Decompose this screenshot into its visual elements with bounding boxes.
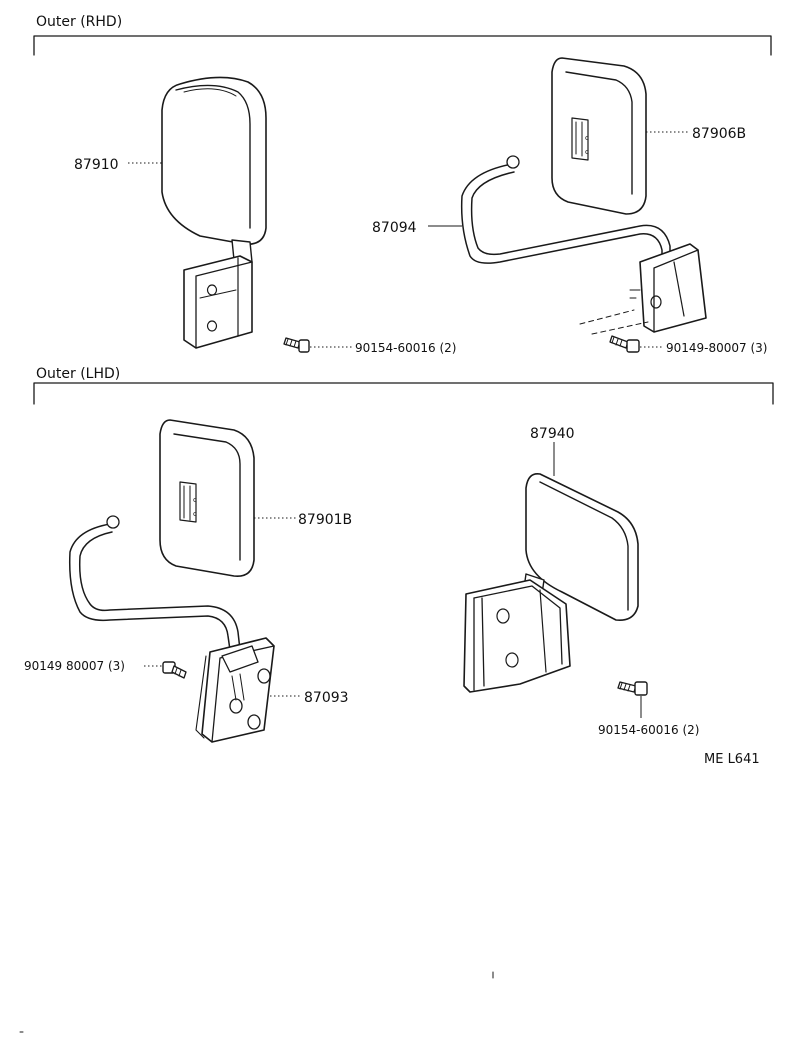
part-label-87940: 87940 (530, 426, 575, 442)
screw-icon (283, 337, 310, 353)
fastener-label-rhd-bolt: 90149-80007 (3) (666, 341, 768, 355)
fastener-label-lhd-screw: 90154-60016 (2) (598, 723, 700, 737)
section-title-lhd: Outer (LHD) (36, 366, 120, 382)
svg-text:c: c (585, 148, 589, 156)
svg-text:c: c (193, 496, 197, 504)
fastener-label-lhd-bolt: 90149 80007 (3) (24, 659, 125, 673)
fastener-label-rhd-screw: 90154-60016 (2) (355, 341, 457, 355)
section-bracket-rhd (33, 35, 772, 56)
screw-icon (617, 681, 648, 696)
mirror-87906b-illustration: c c (551, 57, 647, 215)
section-title-rhd: Outer (RHD) (36, 14, 122, 30)
stay-87093-illustration (68, 515, 275, 743)
bolt-icon (162, 661, 187, 679)
part-label-87906b: 87906B (692, 126, 746, 142)
drawing-code: ME L641 (704, 752, 760, 767)
mirror-87910-illustration (161, 76, 267, 349)
part-label-87901b: 87901B (298, 512, 352, 528)
part-label-87093: 87093 (304, 690, 349, 706)
section-bracket-lhd (33, 382, 774, 405)
section-lhd: Outer (LHD) c c 87901B (24, 366, 774, 767)
svg-text:c: c (193, 510, 197, 518)
svg-text:c: c (585, 134, 589, 142)
bolt-icon (609, 335, 640, 353)
mirror-87901b-illustration: c c (159, 419, 255, 577)
part-label-87094: 87094 (372, 220, 417, 236)
mirror-87940-illustration (463, 472, 639, 693)
part-label-87910: 87910 (74, 157, 119, 173)
stay-87094-illustration (460, 155, 707, 335)
section-rhd: Outer (RHD) 87910 90154-60 (33, 14, 772, 355)
